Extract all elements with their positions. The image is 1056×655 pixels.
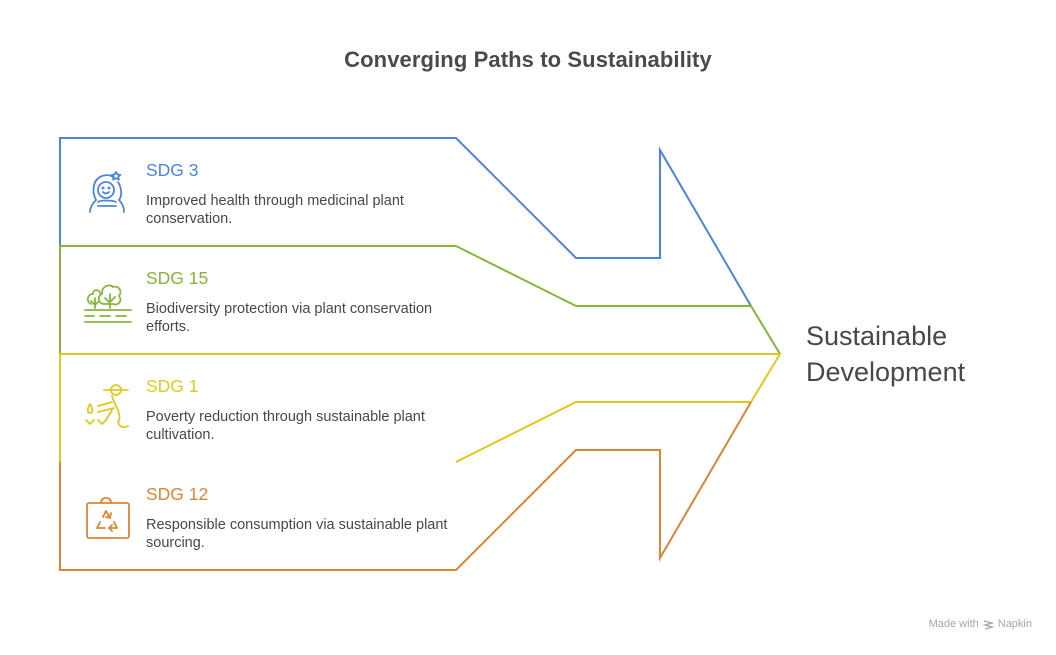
- sdg-3-label: SDG 3: [146, 160, 199, 180]
- sdg-15-item: SDG 15 Biodiversity protection via plant…: [146, 267, 456, 336]
- napkin-brand-text: Napkin: [997, 618, 1032, 630]
- path-sdg-15: [59, 245, 781, 355]
- recycle-bag-icon: [86, 496, 130, 539]
- napkin-logo-icon: [982, 619, 994, 630]
- made-with-text: Made with: [928, 618, 979, 630]
- sdg-12-item: SDG 12 Responsible consumption via susta…: [146, 483, 456, 552]
- target-line-2: Development: [806, 357, 966, 387]
- farmer-planting-icon: [85, 384, 129, 429]
- sdg-3-item: SDG 3 Improved health through medicinal …: [146, 159, 456, 228]
- trees-landscape-icon: [84, 284, 132, 323]
- sdg-12-label: SDG 12: [146, 484, 209, 504]
- sdg-1-label: SDG 1: [146, 376, 199, 396]
- path-sdg-1: [59, 353, 782, 463]
- sdg-1-description: Poverty reduction through sustainable pl…: [146, 409, 425, 443]
- sdg-3-description: Improved health through medicinal plant …: [146, 193, 404, 227]
- sustainable-development-label: Sustainable Development: [806, 318, 965, 390]
- sdg-1-item: SDG 1 Poverty reduction through sustaina…: [146, 375, 456, 444]
- path-sdg-12: [59, 401, 752, 571]
- path-sdg-3: [59, 137, 752, 307]
- sdg-15-description: Biodiversity protection via plant conser…: [146, 301, 433, 335]
- sdg-15-label: SDG 15: [146, 268, 209, 288]
- sdg-12-description: Responsible consumption via sustainable …: [146, 517, 448, 551]
- girl-with-flower-icon: [89, 171, 125, 213]
- made-with-napkin-footer[interactable]: Made with Napkin: [929, 618, 1032, 630]
- target-line-1: Sustainable: [806, 321, 948, 351]
- diagram-title: Converging Paths to Sustainability: [344, 47, 712, 72]
